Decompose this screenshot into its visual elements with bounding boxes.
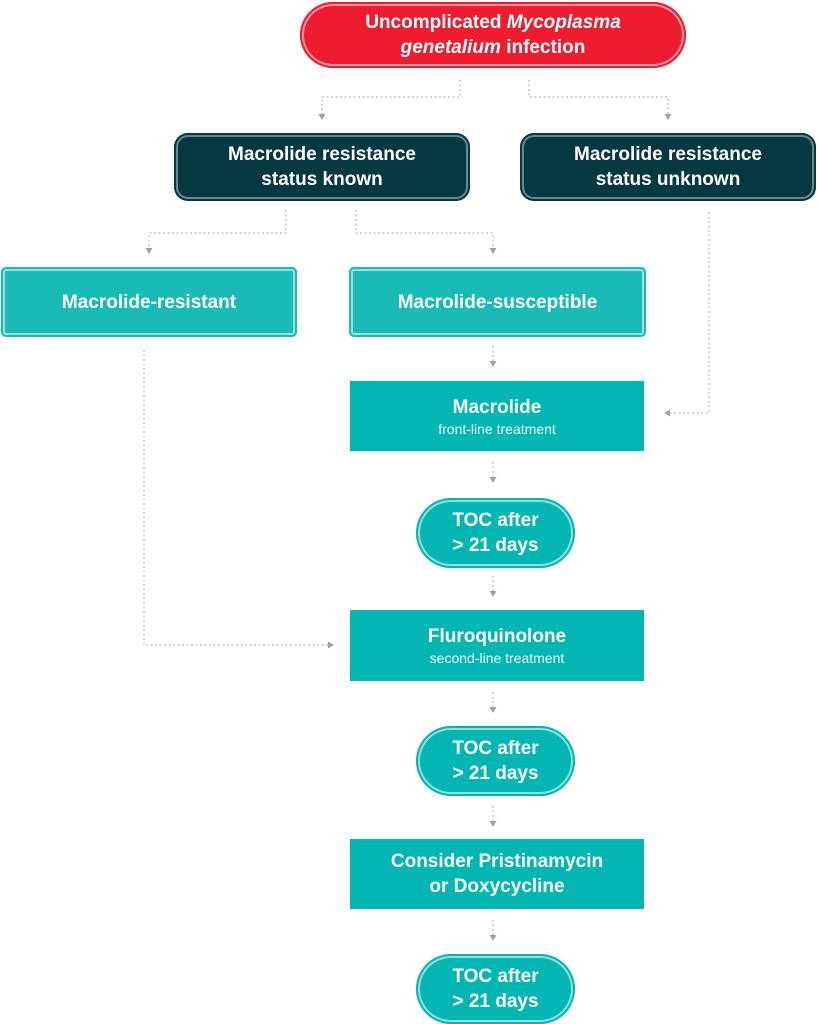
toc-1-line-2: > 21 days [452, 535, 539, 556]
root-node-infection: Uncomplicated Mycoplasma genetalium infe… [300, 2, 686, 68]
toc-1-line-1: TOC after [452, 510, 539, 531]
node-consider-alternatives: Consider Pristinamycin or Doxycycline [350, 839, 644, 909]
toc-2-line-1: TOC after [452, 738, 539, 759]
fluoroquinolone-subtitle: second-line treatment [429, 650, 565, 666]
consider-line-2: or Doxycycline [429, 876, 565, 897]
connector-known-to-susceptible [355, 210, 497, 254]
macrolide-subtitle: front-line treatment [438, 420, 556, 437]
resistant-label: Macrolide-resistant [61, 291, 237, 313]
toc-3-line-2: > 21 days [452, 991, 539, 1012]
status-unknown-line-2: status unknown [595, 169, 741, 190]
status-known-line-2: status known [261, 169, 383, 190]
node-macrolide-treatment: Macrolide front-line treatment [350, 381, 644, 451]
consider-line-1: Consider Pristinamycin [390, 851, 604, 872]
susceptible-label: Macrolide-susceptible [397, 291, 598, 313]
connector-unknown-to-macrolide [664, 212, 710, 417]
toc-3-line-1: TOC after [452, 966, 539, 987]
root-line-1: Uncomplicated Mycoplasma [365, 10, 621, 35]
connector-resistant-to-fluoroquinolone [143, 350, 334, 649]
node-status-unknown: Macrolide resistance status unknown [520, 133, 816, 201]
connector-consider-to-toc3 [489, 920, 497, 941]
root-species: genetalium [400, 37, 501, 58]
connector-toc2-to-consider [489, 806, 497, 827]
root-line-2: genetalium infection [401, 35, 586, 60]
connector-fluoroquinolone-to-toc2 [489, 692, 497, 713]
connector-susceptible-to-macrolide [489, 346, 497, 367]
toc-2-line-2: > 21 days [452, 763, 539, 784]
fluoroquinolone-title: Fluroquinolone [427, 626, 567, 647]
node-macrolide-susceptible: Macrolide-susceptible [349, 267, 646, 337]
status-known-line-1: Macrolide resistance [228, 144, 416, 165]
node-status-known: Macrolide resistance status known [174, 133, 470, 201]
node-macrolide-resistant: Macrolide-resistant [1, 267, 297, 337]
connector-known-to-resistant [145, 210, 287, 254]
connector-macrolide-to-toc1 [489, 462, 497, 483]
root-genus: Mycoplasma [506, 12, 621, 33]
node-toc-2: TOC after > 21 days [416, 726, 575, 796]
connector-root-to-known [318, 80, 461, 120]
node-fluoroquinolone-treatment: Fluroquinolone second-line treatment [350, 610, 644, 681]
root-prefix: Uncomplicated [365, 12, 502, 33]
node-toc-1: TOC after > 21 days [416, 498, 575, 568]
connector-root-to-unknown [528, 80, 672, 120]
node-toc-3: TOC after > 21 days [416, 954, 575, 1024]
status-unknown-line-1: Macrolide resistance [574, 144, 762, 165]
root-suffix: infection [506, 37, 586, 58]
macrolide-title: Macrolide [452, 396, 542, 418]
connector-toc1-to-fluoroquinolone [489, 576, 497, 597]
